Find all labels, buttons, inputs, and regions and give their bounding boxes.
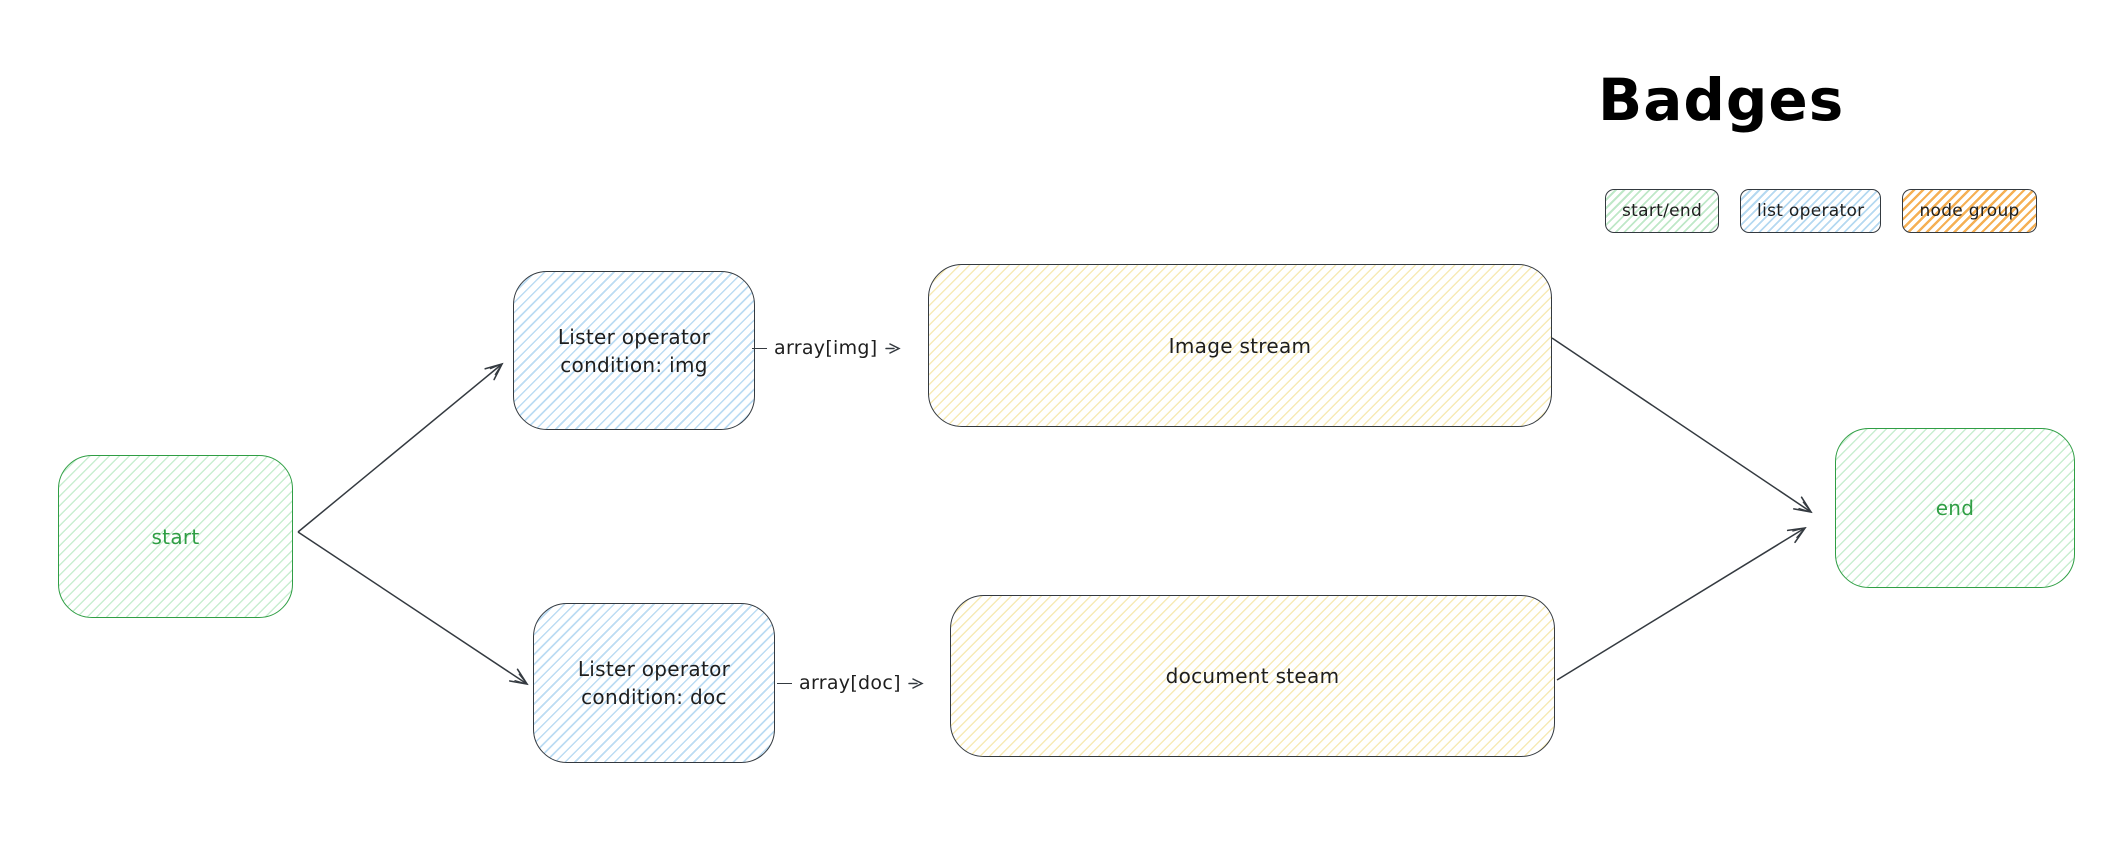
node-start-label: start [151,524,200,549]
node-end-label: end [1935,496,1975,520]
badge-node-group-label: node group [1919,201,2020,221]
edge-label-array-img-text: array[img] [774,337,878,359]
legend-badge-row: start/end list operator node group [1605,189,2037,233]
badge-start-end-label: start/end [1622,201,1703,221]
node-image-stream[interactable]: Image stream [928,264,1552,427]
edge-image-stream-to-end[interactable] [1551,337,1813,514]
node-lister-operator-img[interactable]: Lister operator condition: img [513,271,755,430]
badge-start-end[interactable]: start/end [1605,189,1720,233]
edge-label-array-doc-text: array[doc] [799,672,901,694]
edge-dash-icon [777,682,792,684]
node-document-steam-label: document steam [1165,664,1340,688]
legend-title: Badges [1598,66,1845,134]
badge-node-group[interactable]: node group [1902,189,2037,233]
node-image-stream-label: Image stream [1168,333,1312,358]
badge-list-operator-label: list operator [1757,201,1865,221]
arrowhead-icon [908,677,924,689]
edge-label-array-doc[interactable]: array[doc] [777,669,926,697]
edge-label-array-img[interactable]: array[img] [752,334,903,362]
edge-document-steam-to-end[interactable] [1556,526,1807,681]
node-start[interactable]: start [58,455,293,618]
edge-start-to-lister-doc[interactable] [297,531,529,686]
arrowhead-icon [884,342,901,354]
node-lister-operator-doc[interactable]: Lister operator condition: doc [533,603,775,763]
badge-list-operator[interactable]: list operator [1740,189,1882,233]
edge-dash-icon [752,347,767,349]
edge-start-to-lister-img[interactable] [297,362,504,533]
node-lister-operator-doc-label: Lister operator condition: doc [577,657,731,709]
node-document-steam[interactable]: document steam [950,595,1555,757]
node-end[interactable]: end [1835,428,2075,588]
node-lister-operator-img-label: Lister operator condition: img [557,324,711,377]
